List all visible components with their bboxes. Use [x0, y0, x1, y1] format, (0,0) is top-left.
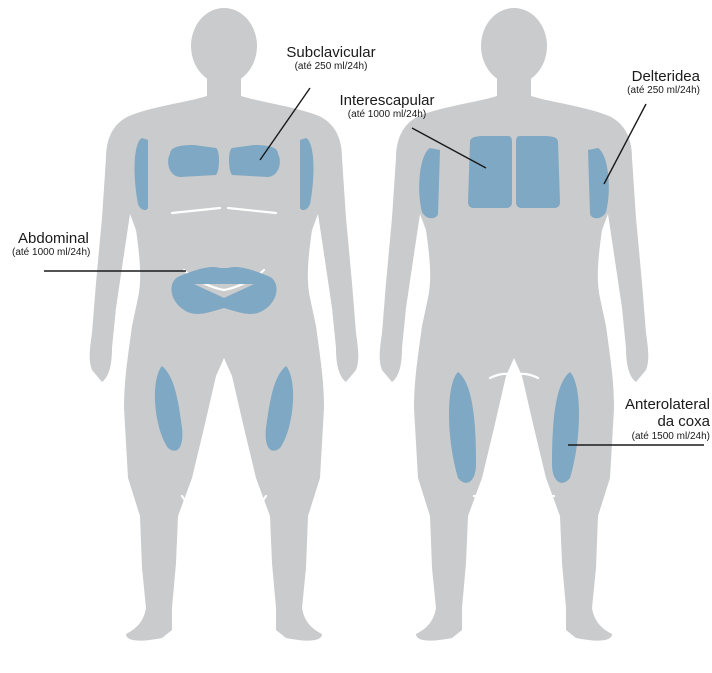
front-silhouette — [90, 8, 359, 641]
anterolateral-name-line2: da coxa — [588, 413, 710, 430]
delteridea-label: Delteridea (até 250 ml/24h) — [592, 68, 700, 97]
front-body — [90, 8, 359, 641]
anterolateral-volume: (até 1500 ml/24h) — [588, 431, 710, 443]
delteridea-name: Delteridea — [592, 68, 700, 85]
abdominal-label: Abdominal (até 1000 ml/24h) — [12, 230, 132, 259]
front-knee-line — [182, 496, 266, 505]
front-subclavicular-left-site — [168, 145, 219, 177]
anterolateral-name-line1: Anterolateral — [588, 396, 710, 413]
back-interescapular-left-site — [468, 136, 512, 208]
subclavicular-label: Subclavicular (até 250 ml/24h) — [268, 44, 394, 73]
delteridea-volume: (até 250 ml/24h) — [592, 85, 700, 97]
back-knee-line — [474, 496, 554, 498]
abdominal-name: Abdominal — [12, 230, 132, 247]
interescapular-volume: (até 1000 ml/24h) — [322, 109, 452, 121]
abdominal-volume: (até 1000 ml/24h) — [12, 247, 132, 259]
interescapular-label: Interescapular (até 1000 ml/24h) — [322, 92, 452, 121]
subclavicular-volume: (até 250 ml/24h) — [268, 61, 394, 73]
front-subclavicular-right-site — [229, 145, 280, 177]
back-interescapular-right-site — [516, 136, 560, 208]
subclavicular-name: Subclavicular — [268, 44, 394, 61]
interescapular-name: Interescapular — [322, 92, 452, 109]
anterolateral-label: Anterolateral da coxa (até 1500 ml/24h) — [588, 396, 710, 442]
